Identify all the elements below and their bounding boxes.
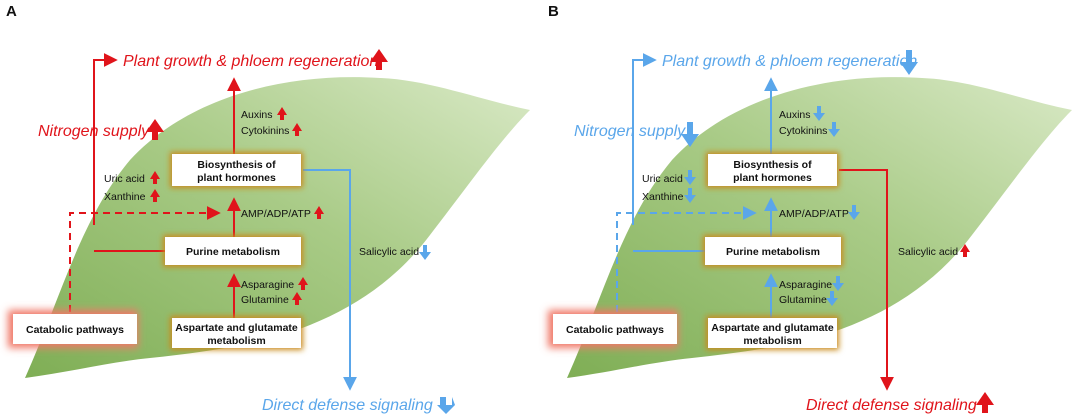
catabolic-box: Catabolic pathways (8, 310, 138, 348)
box-label: Catabolic pathways (26, 324, 124, 336)
aspartate-box: Aspartate and glutamate metabolism (706, 316, 839, 350)
nitrogen-supply-label: Nitrogen supply (574, 123, 686, 140)
down-arrow-icon (848, 205, 860, 220)
metabolite-label: Auxins (779, 109, 811, 121)
up-arrow-icon (292, 123, 302, 136)
box-label: metabolism (207, 335, 265, 347)
biosynthesis-box: Biosynthesis of plant hormones (706, 152, 839, 188)
biosynthesis-box: Biosynthesis of plant hormones (170, 152, 303, 188)
metabolite-label: Salicylic acid (898, 246, 958, 258)
connectors (69, 53, 357, 391)
down-arrow-icon (832, 276, 844, 291)
metabolite-label: Salicylic acid (359, 246, 419, 258)
panel-letter: B (548, 3, 559, 20)
down-arrow-icon (900, 50, 918, 75)
direct-defense-label: Direct defense signaling (262, 397, 433, 414)
down-arrow-icon (826, 291, 838, 306)
box-label: Aspartate and glutamate (175, 322, 298, 334)
box-label: Purine metabolism (726, 246, 820, 258)
box-label: plant hormones (197, 172, 276, 184)
aspartate-box: Aspartate and glutamate metabolism (170, 316, 303, 350)
catabolic-box: Catabolic pathways (548, 310, 678, 348)
leaf-shape (25, 77, 530, 378)
metabolite-label: Cytokinins (779, 125, 827, 137)
metabolite-label: Uric acid (642, 173, 683, 185)
box-label: Biosynthesis of (197, 159, 276, 171)
up-arrow-icon (292, 292, 302, 305)
up-arrow-icon (277, 107, 287, 120)
plant-growth-label: Plant growth & phloem regeneration (662, 53, 917, 70)
up-arrow-icon (298, 277, 308, 290)
box-label: Biosynthesis of (733, 159, 812, 171)
up-arrow-icon (150, 171, 160, 184)
up-arrow-icon (370, 49, 388, 70)
metabolite-label: Xanthine (642, 191, 684, 203)
metabolite-label: Glutamine (779, 294, 827, 306)
purine-box: Purine metabolism (163, 235, 303, 267)
metabolite-label: Xanthine (104, 191, 146, 203)
box-label: Aspartate and glutamate (711, 322, 834, 334)
connectors (616, 53, 894, 391)
down-arrow-icon (681, 122, 699, 147)
down-arrow-icon (813, 106, 825, 121)
metabolite-label: Glutamine (241, 294, 289, 306)
box-label: metabolism (743, 335, 801, 347)
plant-growth-label: Plant growth & phloem regeneration (123, 53, 378, 70)
metabolite-label: AMP/ADP/ATP (779, 208, 849, 220)
box-label: plant hormones (733, 172, 812, 184)
panel-letter: A (6, 3, 17, 20)
leaf-shape (567, 77, 1072, 378)
down-arrow-icon (684, 170, 696, 185)
up-arrow-icon (314, 206, 324, 219)
down-arrow-icon (828, 122, 840, 137)
purine-box: Purine metabolism (703, 235, 843, 267)
box-label: Purine metabolism (186, 246, 280, 258)
down-arrow-icon (437, 397, 455, 414)
down-arrow-icon (684, 188, 696, 203)
down-arrow-icon (419, 245, 431, 260)
up-arrow-icon (960, 244, 970, 257)
panel-a: A Biosynthesis of plant hormones Purine … (6, 3, 530, 414)
box-label: Catabolic pathways (566, 324, 664, 336)
metabolite-label: Cytokinins (241, 125, 289, 137)
metabolite-label: Asparagine (779, 279, 832, 291)
nitrogen-supply-label: Nitrogen supply (38, 123, 150, 140)
metabolite-label: Auxins (241, 109, 273, 121)
direct-defense-label: Direct defense signaling (806, 397, 977, 414)
panel-b: B Biosynthesis of plant hormones Purine … (548, 3, 1072, 414)
up-arrow-icon (976, 392, 994, 413)
up-arrow-icon (146, 119, 164, 140)
up-arrow-icon (150, 189, 160, 202)
metabolite-label: Asparagine (241, 279, 294, 291)
metabolite-label: Uric acid (104, 173, 145, 185)
metabolite-label: AMP/ADP/ATP (241, 208, 311, 220)
